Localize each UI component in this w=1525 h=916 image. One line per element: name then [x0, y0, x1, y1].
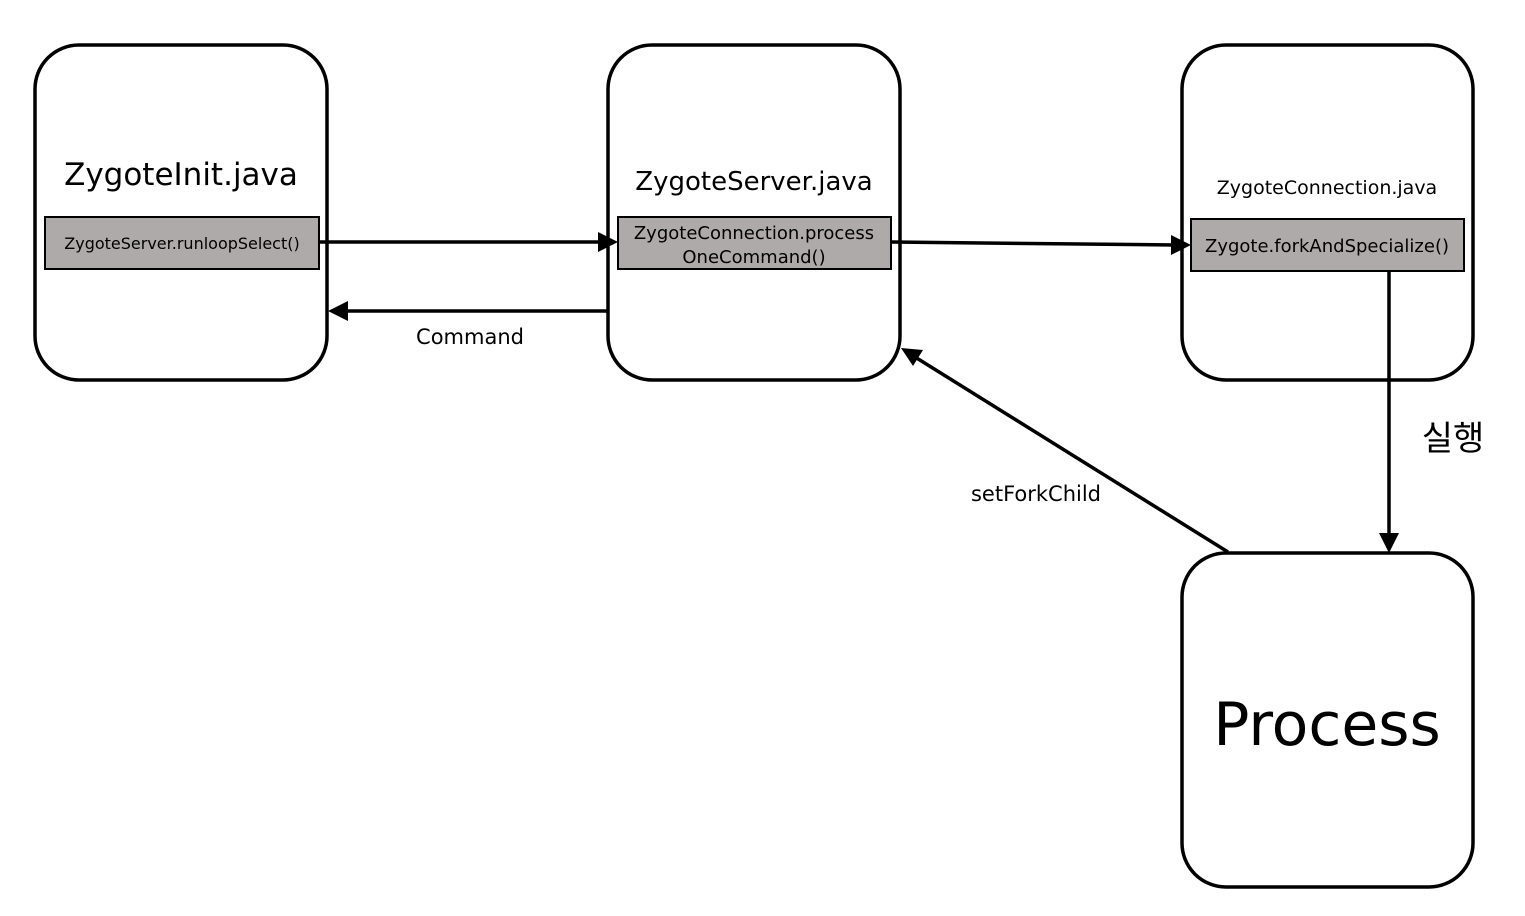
zygote-server-method-label-line2: OneCommand(): [682, 247, 825, 268]
zygote-connection-method-box: [1190, 218, 1465, 272]
zygote-init-method: ZygoteServer.runloopSelect(): [44, 216, 320, 270]
arrow-command-head: [328, 301, 348, 321]
zygote-init-method-label: ZygoteServer.runloopSelect(): [64, 234, 299, 253]
command-label: Command: [416, 325, 524, 349]
zygote-server-title: ZygoteServer.java: [635, 167, 872, 197]
arrow-init-to-server: [319, 232, 618, 252]
zygote-init-box: [33, 43, 329, 382]
zygote-server-box: [606, 43, 902, 382]
zygote-server-method-box: [617, 216, 892, 270]
arrow-set-fork-child: setForkChild: [901, 348, 1229, 554]
set-fork-child-label: setForkChild: [971, 482, 1101, 506]
process-box: [1180, 551, 1475, 889]
execute-label: 실행: [1422, 419, 1485, 459]
zygote-server-method: ZygoteConnection.process OneCommand(): [617, 216, 892, 270]
zygote-server-method-label-line1: ZygoteConnection.process: [634, 223, 874, 244]
zygote-server-node: ZygoteServer.java ZygoteConnection.proce…: [606, 43, 902, 382]
zygote-connection-method: Zygote.forkAndSpecialize(): [1190, 218, 1465, 272]
zygote-init-method-box: [44, 216, 320, 270]
zygote-connection-method-label: Zygote.forkAndSpecialize(): [1205, 236, 1449, 257]
arrow-set-fork-child-head: [901, 348, 923, 366]
arrow-set-fork-child-line: [914, 355, 1229, 554]
arrow-command: Command: [328, 301, 608, 349]
zygote-init-node: ZygoteInit.java ZygoteServer.runloopSele…: [33, 43, 329, 382]
arrow-server-to-connection-line: [890, 240, 1176, 247]
arrow-execute: 실행: [1379, 271, 1484, 553]
process-node: Process: [1180, 551, 1475, 889]
zygote-connection-title: ZygoteConnection.java: [1217, 177, 1437, 199]
zygote-init-title: ZygoteInit.java: [64, 157, 298, 193]
arrow-execute-head: [1379, 533, 1399, 553]
zygote-connection-box: [1180, 43, 1475, 382]
arrow-server-to-connection-head: [1171, 235, 1191, 255]
arrow-server-to-connection: [890, 235, 1191, 255]
zygote-connection-node: ZygoteConnection.java Zygote.forkAndSpec…: [1180, 43, 1475, 382]
process-title: Process: [1213, 690, 1441, 760]
arrow-init-to-server-head: [598, 232, 618, 252]
